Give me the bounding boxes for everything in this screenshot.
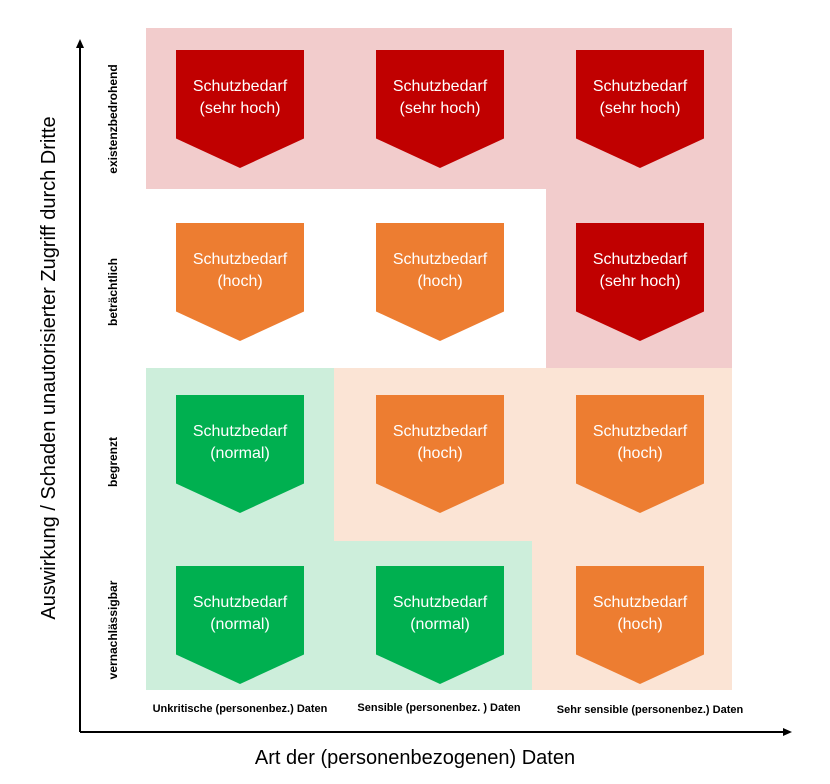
cell-level: (hoch) bbox=[417, 445, 463, 462]
y-axis-title: Auswirkung / Schaden unautorisierter Zug… bbox=[38, 116, 60, 620]
cell-level: (normal) bbox=[410, 616, 470, 633]
cell-title: Schutzbedarf bbox=[592, 251, 688, 268]
cell-level: (hoch) bbox=[617, 445, 663, 462]
cell-level: (hoch) bbox=[617, 616, 663, 633]
column-label-sehr-sensibel: Sehr sensible (personenbez.) Daten bbox=[556, 704, 744, 716]
row-label-vernachlaessigbar: vernachlässigbar bbox=[106, 580, 120, 680]
cell-existenzbedrohend-unkritisch: Schutzbedarf (sehr hoch) bbox=[176, 50, 304, 168]
cell-title: Schutzbedarf bbox=[592, 423, 688, 440]
cell-level: (sehr hoch) bbox=[199, 100, 281, 117]
cell-level: (hoch) bbox=[217, 273, 263, 290]
cell-vernachlaessigbar-sensibel: Schutzbedarf (normal) bbox=[376, 566, 504, 684]
row-label-existenzbedrohend: existenzbedrohend bbox=[106, 64, 120, 174]
x-axis-title: Art der (personenbezogenen) Daten bbox=[254, 747, 576, 769]
row-label-betraechtlich: beträchtlich bbox=[106, 258, 120, 327]
column-label-unkritisch: Unkritische (personenbez.) Daten bbox=[152, 703, 328, 715]
cell-vernachlaessigbar-sehr-sensibel: Schutzbedarf (hoch) bbox=[576, 566, 704, 684]
y-axis-arrow-icon bbox=[76, 39, 84, 48]
cell-level: (sehr hoch) bbox=[599, 273, 681, 290]
cell-title: Schutzbedarf bbox=[192, 594, 288, 611]
cell-level: (sehr hoch) bbox=[399, 100, 481, 117]
cell-existenzbedrohend-sensibel: Schutzbedarf (sehr hoch) bbox=[376, 50, 504, 168]
cell-title: Schutzbedarf bbox=[392, 594, 488, 611]
cell-title: Schutzbedarf bbox=[192, 423, 288, 440]
cell-title: Schutzbedarf bbox=[192, 251, 288, 268]
cell-title: Schutzbedarf bbox=[392, 423, 488, 440]
cell-title: Schutzbedarf bbox=[592, 78, 688, 95]
cell-title: Schutzbedarf bbox=[592, 594, 688, 611]
cell-title: Schutzbedarf bbox=[392, 251, 488, 268]
cell-level: (normal) bbox=[210, 616, 270, 633]
cell-title: Schutzbedarf bbox=[392, 78, 488, 95]
row-label-begrenzt: begrenzt bbox=[106, 437, 120, 488]
cell-title: Schutzbedarf bbox=[192, 78, 288, 95]
cell-vernachlaessigbar-unkritisch: Schutzbedarf (normal) bbox=[176, 566, 304, 684]
x-axis-arrow-icon bbox=[783, 728, 792, 736]
cell-level: (sehr hoch) bbox=[599, 100, 681, 117]
cell-level: (normal) bbox=[210, 445, 270, 462]
cell-level: (hoch) bbox=[417, 273, 463, 290]
column-label-sensibel: Sensible (personenbez. ) Daten bbox=[357, 702, 521, 714]
